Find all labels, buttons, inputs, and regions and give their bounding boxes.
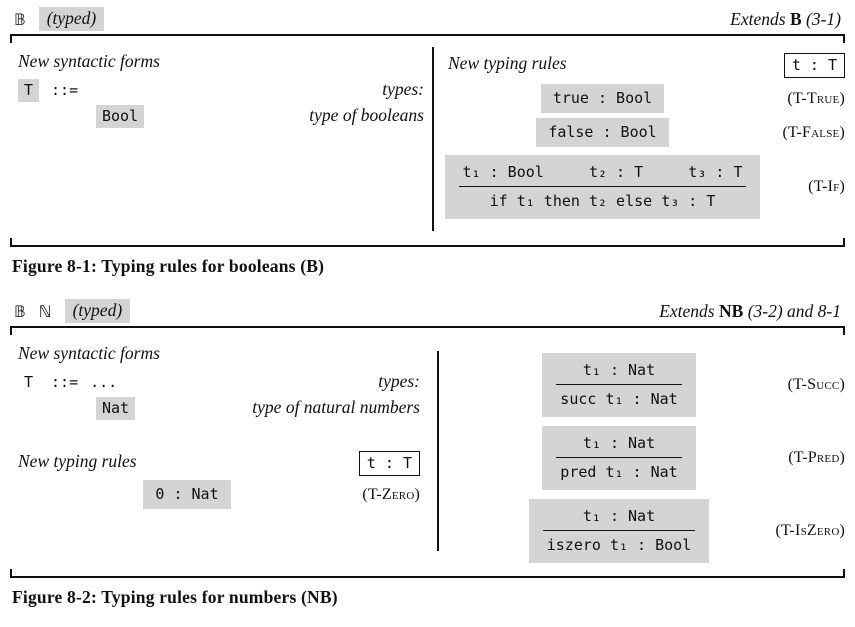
figure-bottom-bracket — [10, 569, 845, 578]
rule-name: (T-Succ) — [787, 376, 845, 393]
extends-subject: NB — [719, 300, 744, 321]
section-title: New syntactic forms — [18, 51, 160, 71]
figure-top-bracket — [10, 326, 845, 335]
extends-prefix: Extends — [730, 8, 786, 29]
typing-rules-column: New typing rules t : T true : Bool (T-Tr… — [432, 43, 845, 238]
rule-premises: t₁ : Nat — [556, 361, 682, 385]
rule-conclusion: false : Bool — [536, 118, 669, 147]
figure-8-2-body: New syntactic forms T ::= ... types: Nat… — [10, 335, 845, 569]
rule-body: t₁ : Bool t₂ : T t₃ : T if t₁ then t₂ el… — [444, 155, 761, 219]
figure-caption: Figure 8-1: Typing rules for booleans (B… — [12, 256, 325, 276]
category-note: types: — [378, 371, 420, 391]
grammar-row: T ::= types: — [18, 79, 424, 102]
grammar-lhs-group: T ::= ... — [18, 371, 117, 394]
rule-name: (T-Pred) — [788, 449, 845, 466]
inference-fraction: t₁ : Nat iszero t₁ : Bool — [528, 499, 710, 563]
rule-t-zero: 0 : Nat (T-Zero) — [18, 480, 420, 509]
figure-gap — [10, 277, 845, 296]
category-note: types: — [382, 79, 424, 99]
judgement-form-box: t : T — [358, 451, 420, 476]
typing-rules-column: t₁ : Nat succ t₁ : Nat (T-Succ) t₁ : Nat… — [437, 335, 845, 569]
rule-t-false: false : Bool (T-False) — [448, 118, 845, 147]
rule-conclusion: if t₁ then t₂ else t₃ : T — [489, 192, 716, 210]
ellipsis: ... — [90, 373, 118, 391]
figure-bottom-bracket — [10, 238, 845, 247]
grammar-op: ::= — [51, 81, 79, 99]
figure-top-bracket — [10, 34, 845, 43]
rule-conclusion: succ t₁ : Nat — [560, 390, 678, 408]
system-label: 𝔹 ℕ (typed) — [14, 299, 131, 323]
rule-body: t₁ : Nat pred t₁ : Nat — [542, 426, 696, 490]
figure-caption: Figure 8-2: Typing rules for numbers (NB… — [12, 587, 338, 607]
syntax-column: New syntactic forms T ::= ... types: Nat… — [10, 335, 437, 569]
figure-8-1-body: New syntactic forms T ::= types: Bool ty… — [10, 43, 845, 238]
rule-name: (T-True) — [787, 89, 845, 107]
type-nat-token: Nat — [96, 397, 136, 420]
column-divider — [432, 47, 434, 231]
rule-body: t₁ : Nat succ t₁ : Nat — [542, 353, 696, 417]
extends-note: Extends NB (3-2) and 8-1 — [659, 301, 841, 322]
alternative-note: type of natural numbers — [252, 397, 420, 417]
rule-t-pred: t₁ : Nat pred t₁ : Nat (T-Pred) — [453, 426, 845, 490]
inference-fraction: t₁ : Nat pred t₁ : Nat — [542, 426, 696, 490]
extends-suffix: (3-1) — [806, 8, 841, 29]
extends-prefix: Extends — [659, 300, 715, 321]
figure-8-2: 𝔹 ℕ (typed) Extends NB (3-2) and 8-1 New… — [10, 296, 845, 608]
section-title: New typing rules — [18, 451, 137, 471]
grammar-alternative-row: Nat type of natural numbers — [18, 397, 420, 420]
typing-rules-head: New typing rules t : T — [448, 53, 845, 78]
system-label: 𝔹 (typed) — [14, 7, 105, 31]
rule-premises: t₁ : Nat — [542, 507, 696, 531]
inference-fraction: t₁ : Nat succ t₁ : Nat — [542, 353, 696, 417]
section-title: New typing rules — [448, 53, 567, 73]
typed-tag: (typed) — [64, 299, 131, 323]
typed-tag: (typed) — [38, 7, 105, 31]
extends-suffix: (3-2) and 8-1 — [747, 300, 841, 321]
blackboard-bn-symbols: 𝔹 ℕ — [14, 301, 56, 321]
figure-8-2-header: 𝔹 ℕ (typed) Extends NB (3-2) and 8-1 — [10, 296, 845, 326]
rule-body: 0 : Nat — [143, 480, 231, 509]
judgement-form-box: t : T — [783, 53, 845, 78]
figure-8-1: 𝔹 (typed) Extends B (3-1) New syntactic … — [10, 4, 845, 277]
rule-body: t₁ : Nat iszero t₁ : Bool — [528, 499, 710, 563]
rule-name: (T-IsZero) — [775, 522, 845, 539]
metavariable-T: T — [24, 373, 34, 391]
rule-t-if: t₁ : Bool t₂ : T t₃ : T if t₁ then t₂ el… — [444, 155, 845, 219]
rule-body: false : Bool — [536, 118, 669, 147]
extends-subject: B — [789, 8, 802, 29]
rule-name: (T-If) — [808, 178, 845, 195]
section-title: New syntactic forms — [18, 343, 160, 363]
alternative-note: type of booleans — [309, 105, 424, 125]
rule-t-iszero: t₁ : Nat iszero t₁ : Bool (T-IsZero) — [453, 499, 845, 563]
rule-premises: t₁ : Nat — [556, 434, 682, 458]
inference-fraction: t₁ : Bool t₂ : T t₃ : T if t₁ then t₂ el… — [444, 155, 761, 219]
grammar-alternative-row: Bool type of booleans — [18, 105, 424, 128]
rule-premises: t₁ : Bool t₂ : T t₃ : T — [458, 163, 747, 187]
grammar-lhs-group: T ::= — [18, 79, 78, 102]
rule-body: true : Bool — [540, 84, 665, 113]
rule-t-succ: t₁ : Nat succ t₁ : Nat (T-Succ) — [453, 353, 845, 417]
rule-conclusion: iszero t₁ : Bool — [546, 536, 692, 554]
grammar-op: ::= — [51, 373, 79, 391]
rule-conclusion: pred t₁ : Nat — [560, 463, 678, 481]
rule-conclusion: 0 : Nat — [143, 480, 231, 509]
rule-t-true: true : Bool (T-True) — [448, 84, 845, 113]
metavariable-T: T — [18, 79, 40, 102]
grammar-row: T ::= ... types: — [18, 371, 420, 394]
rule-name: (T-False) — [782, 123, 845, 141]
typing-rules-head: New typing rules t : T — [18, 451, 420, 476]
blackboard-b-symbol: 𝔹 — [14, 9, 30, 29]
rule-name: (T-Zero) — [362, 485, 420, 503]
rule-conclusion: true : Bool — [540, 84, 665, 113]
type-bool-token: Bool — [96, 105, 145, 128]
column-divider — [437, 351, 439, 551]
syntax-column: New syntactic forms T ::= types: Bool ty… — [10, 43, 432, 238]
extends-note: Extends B (3-1) — [730, 9, 841, 30]
figure-8-1-header: 𝔹 (typed) Extends B (3-1) — [10, 4, 845, 34]
